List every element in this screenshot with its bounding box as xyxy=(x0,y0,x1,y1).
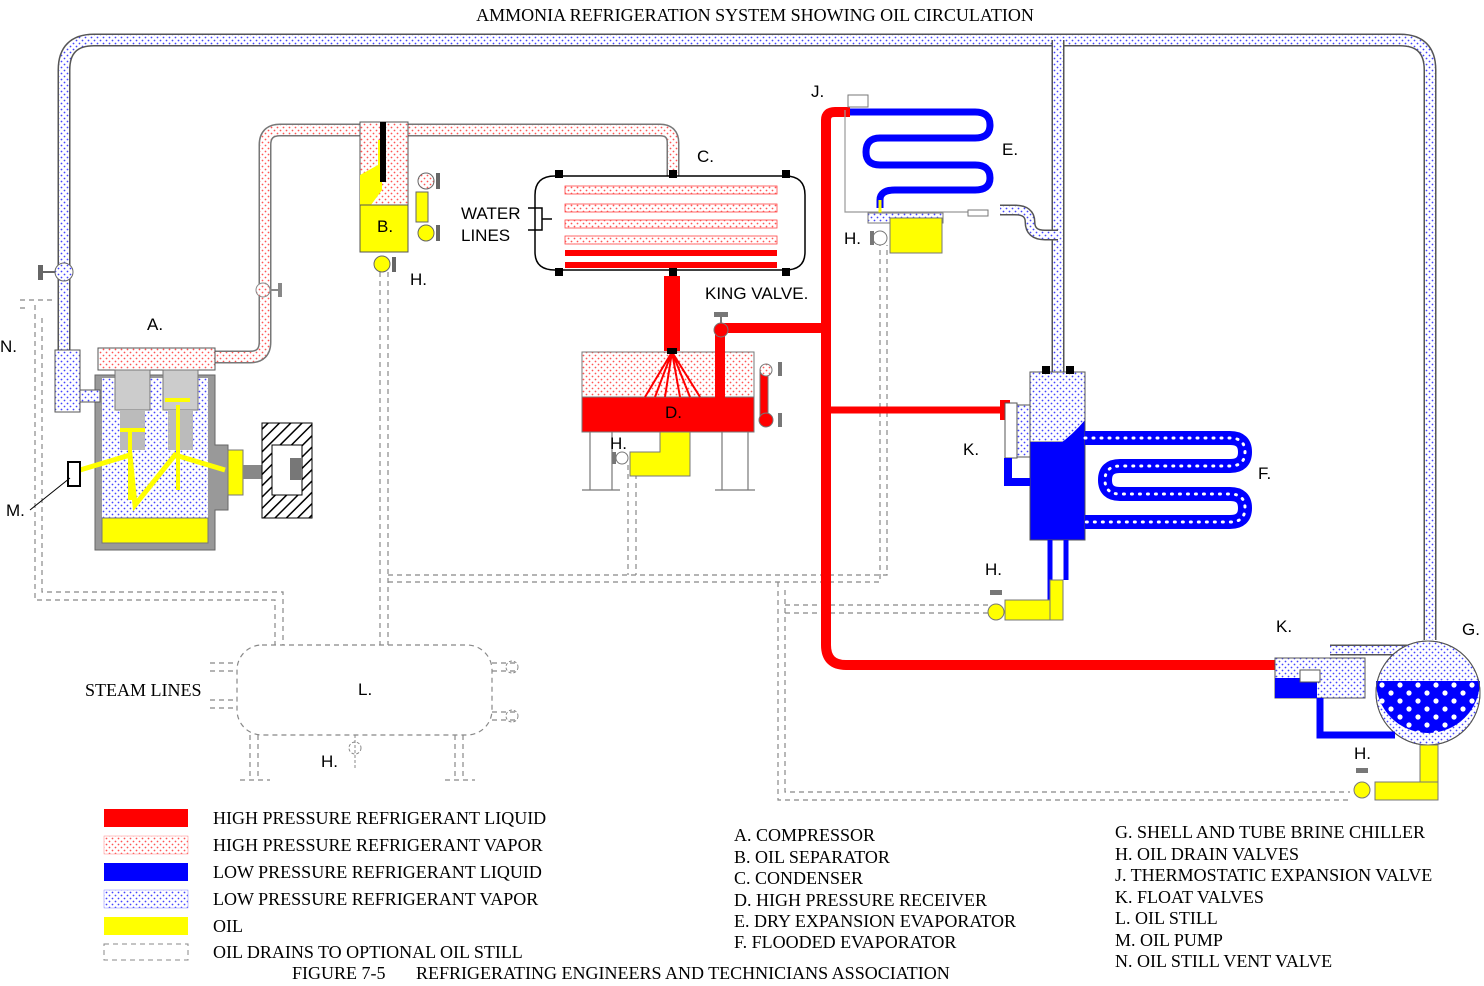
liquid-main xyxy=(715,107,1275,670)
diagram-title: AMMONIA REFRIGERATION SYSTEM SHOWING OIL… xyxy=(476,5,1034,25)
label-steam-lines: STEAM LINES xyxy=(85,680,202,700)
label-brine-chiller: G. xyxy=(1462,620,1480,639)
oil-drain-lines xyxy=(20,245,1350,801)
suction-main-line xyxy=(57,33,1437,640)
legend-swatch-lp-liquid xyxy=(104,863,188,881)
legend-label: HIGH PRESSURE REFRIGERANT LIQUID xyxy=(213,808,546,828)
legend-label: OIL xyxy=(213,916,243,936)
label-drain-valve: H. xyxy=(321,752,338,771)
legend-label: HIGH PRESSURE REFRIGERANT VAPOR xyxy=(213,835,543,855)
key-item: J. THERMOSTATIC EXPANSION VALVE xyxy=(1115,865,1432,885)
label-compressor: A. xyxy=(147,315,163,334)
legend-swatch-drain xyxy=(103,943,189,961)
oil-still xyxy=(236,644,519,770)
label-king-valve: KING VALVE. xyxy=(705,284,808,303)
key-item: M. OIL PUMP xyxy=(1115,930,1223,950)
key-item: A. COMPRESSOR xyxy=(734,825,875,845)
key-item: L. OIL STILL xyxy=(1115,908,1218,928)
label-drain-valve: H. xyxy=(1354,744,1371,763)
condenser xyxy=(528,170,806,276)
key-item: C. CONDENSER xyxy=(734,868,863,888)
dx-evaporator xyxy=(844,94,994,254)
condensate-line xyxy=(664,276,680,351)
key-item: G. SHELL AND TUBE BRINE CHILLER xyxy=(1115,822,1425,842)
label-drain-valve: H. xyxy=(985,560,1002,579)
label-vent-valve: N. xyxy=(0,337,17,356)
label-drain-valve: H. xyxy=(410,270,427,289)
label-receiver: D. xyxy=(665,403,682,422)
legend-swatch-oil xyxy=(104,917,188,935)
figure-source: REFRIGERATING ENGINEERS AND TECHNICIANS … xyxy=(416,963,950,983)
legend-label: OIL DRAINS TO OPTIONAL OIL STILL xyxy=(213,942,523,962)
component-labels: A. B. C. D. E. F. G. J. K. K. L. M. N. H… xyxy=(0,82,1480,771)
flooded-evaporator xyxy=(987,366,1253,621)
label-water-lines: WATER xyxy=(461,204,521,223)
label-float-valve-1: K. xyxy=(963,440,979,459)
label-oil-pump: M. xyxy=(6,501,25,520)
compressor xyxy=(29,262,313,551)
label-float-valve-2: K. xyxy=(1276,617,1292,636)
key-item: N. OIL STILL VENT VALVE xyxy=(1115,951,1332,971)
legend: HIGH PRESSURE REFRIGERANT LIQUID HIGH PR… xyxy=(103,808,546,962)
legend-swatch-lp-vapor xyxy=(103,889,189,909)
label-oil-separator: B. xyxy=(377,217,393,236)
label-drain-valve: H. xyxy=(844,229,861,248)
figure-number: FIGURE 7-5 xyxy=(292,963,386,983)
discharge-line xyxy=(215,123,680,364)
legend-label: LOW PRESSURE REFRIGERANT LIQUID xyxy=(213,862,542,882)
legend-swatch-hp-vapor xyxy=(103,835,189,855)
receiver xyxy=(581,348,782,491)
key-item: F. FLOODED EVAPORATOR xyxy=(734,932,956,952)
label-expansion-valve: J. xyxy=(811,82,824,101)
component-key-list-2: G. SHELL AND TUBE BRINE CHILLER H. OIL D… xyxy=(1115,822,1432,971)
key-item: E. DRY EXPANSION EVAPORATOR xyxy=(734,911,1016,931)
label-oil-still: L. xyxy=(358,680,372,699)
key-item: H. OIL DRAIN VALVES xyxy=(1115,844,1299,864)
label-water-lines: LINES xyxy=(461,226,510,245)
legend-label: LOW PRESSURE REFRIGERANT VAPOR xyxy=(213,889,538,909)
king-valve xyxy=(713,312,729,338)
key-item: K. FLOAT VALVES xyxy=(1115,887,1264,907)
label-condenser: C. xyxy=(697,147,714,166)
component-key-list-1: A. COMPRESSOR B. OIL SEPARATOR C. CONDEN… xyxy=(734,825,1016,952)
brine-chiller xyxy=(1274,640,1481,801)
label-drain-valve: H. xyxy=(610,434,627,453)
label-flooded-evaporator: F. xyxy=(1258,464,1271,483)
key-item: B. OIL SEPARATOR xyxy=(734,847,890,867)
oil-separator xyxy=(359,121,440,273)
legend-swatch-hp-liquid xyxy=(104,809,188,827)
label-dx-evaporator: E. xyxy=(1002,140,1018,159)
key-item: D. HIGH PRESSURE RECEIVER xyxy=(734,890,987,910)
